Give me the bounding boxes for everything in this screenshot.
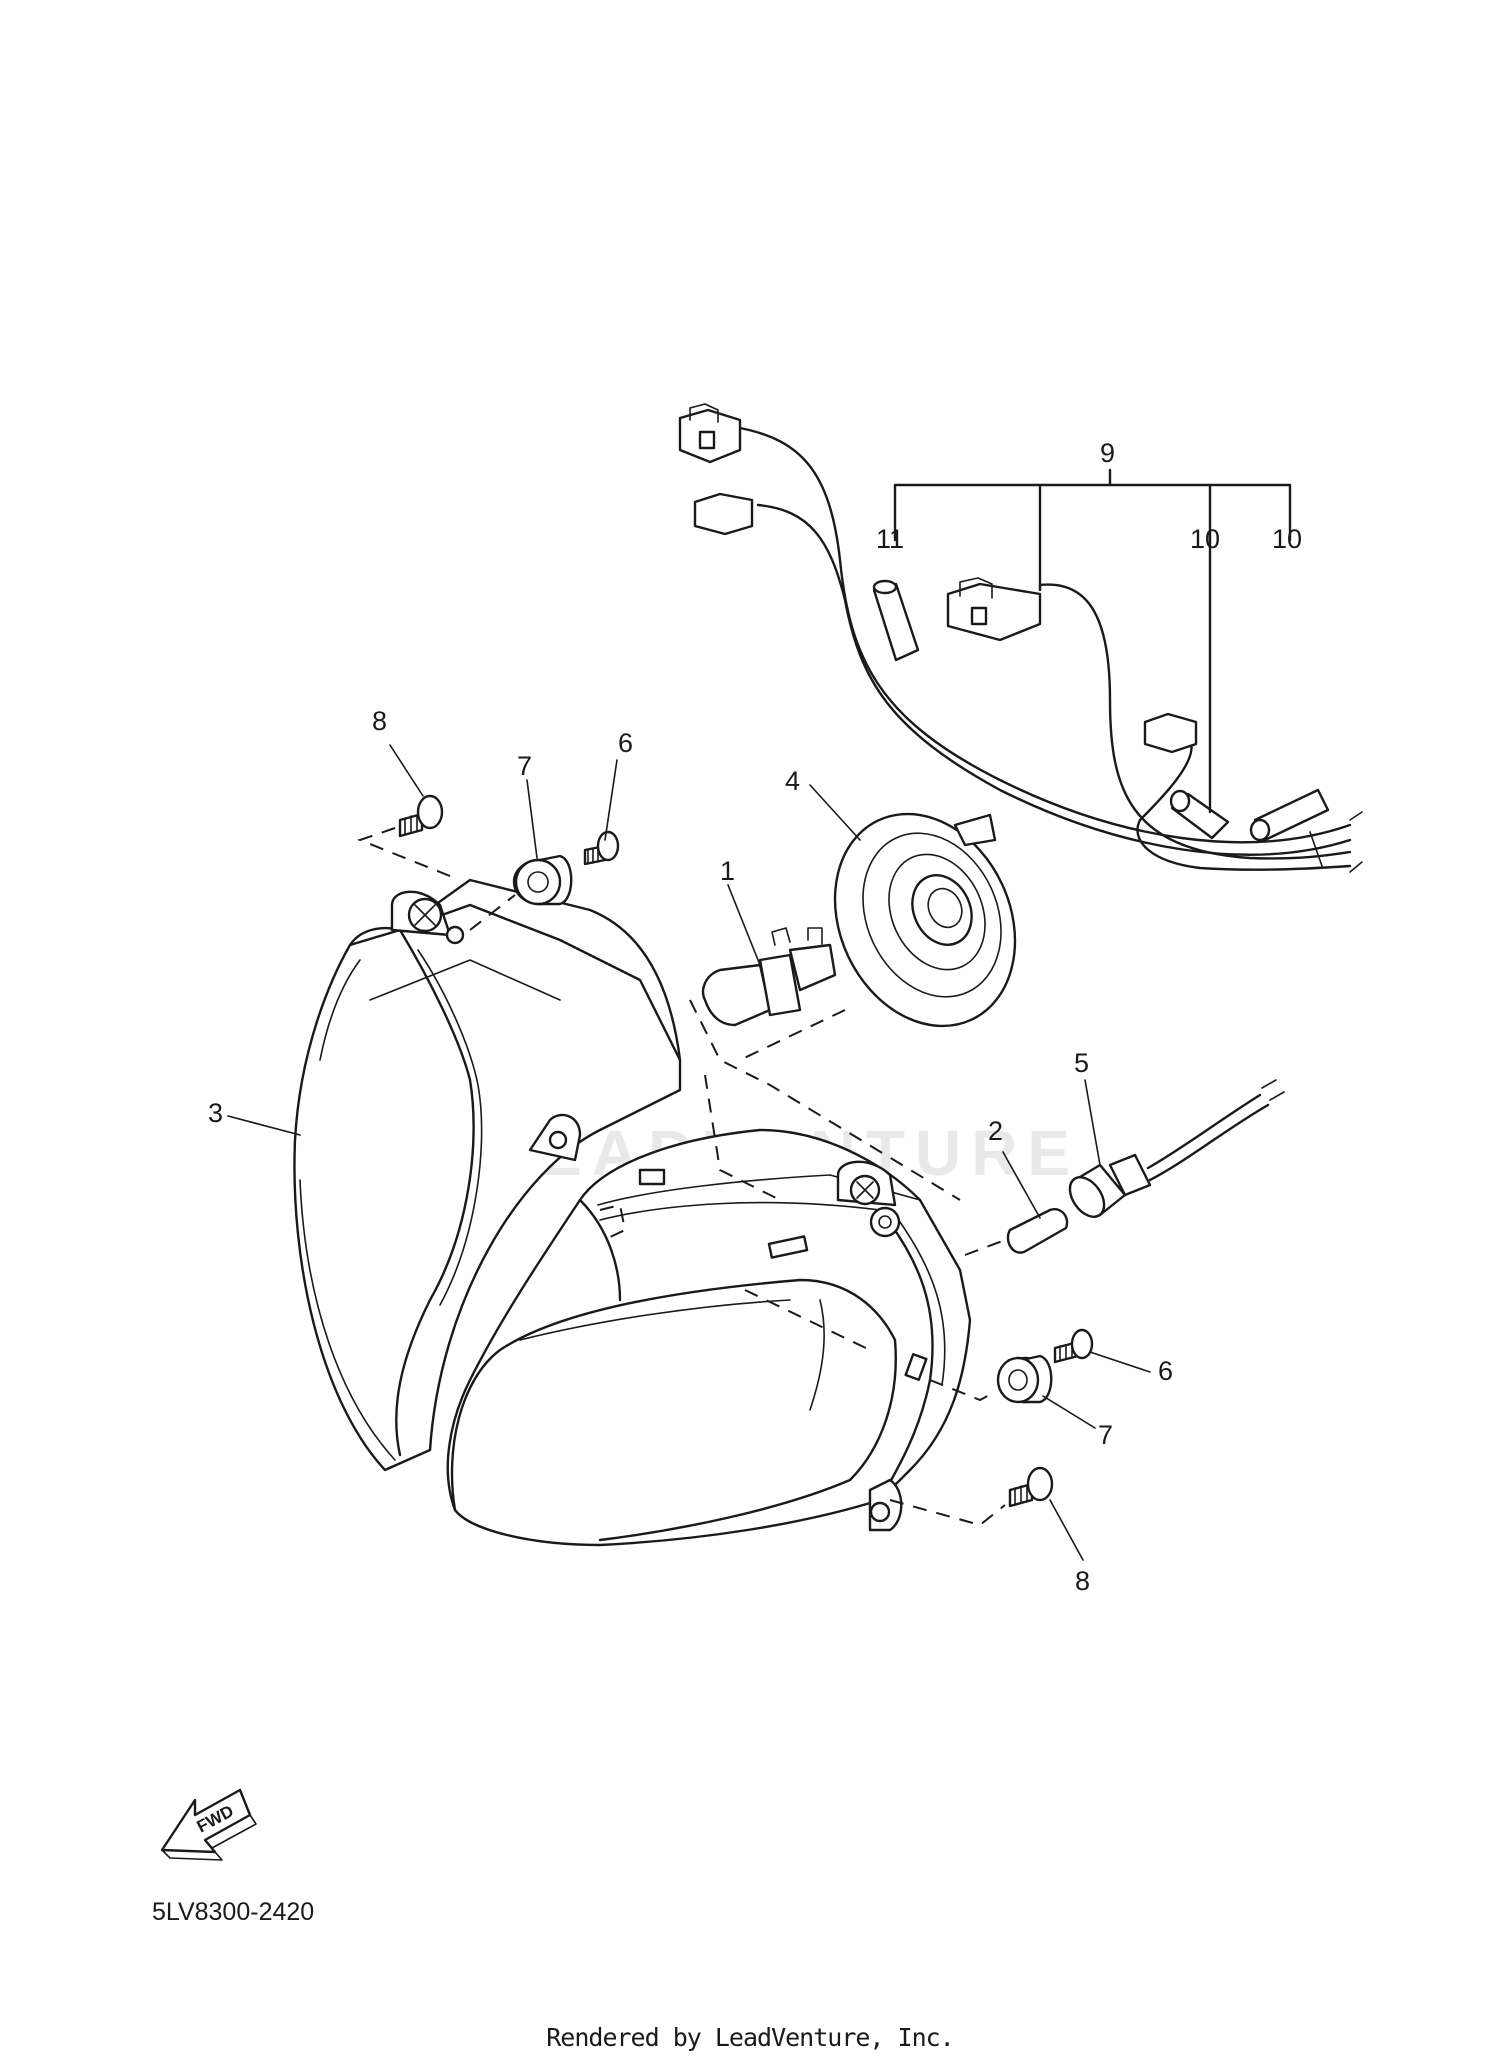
callout-10-left: 10 [1190, 524, 1220, 554]
position-bulb-socket [1068, 1079, 1285, 1218]
callout-11: 11 [876, 524, 904, 554]
position-bulb [1006, 1208, 1069, 1254]
bulb-socket-cover [833, 812, 1017, 1028]
harness-sleeve-10b [1249, 788, 1330, 842]
callout-7-lower: 7 [1098, 1420, 1113, 1450]
callout-8-upper: 8 [372, 706, 387, 736]
callout-labels: 1 2 3 4 5 6 6 7 7 8 8 9 10 10 11 [208, 438, 1302, 1596]
callout-5: 5 [1074, 1048, 1089, 1078]
wire-harness [678, 403, 1363, 873]
harness-connector-top [678, 403, 742, 464]
headlight-bulb [701, 927, 837, 1027]
callout-7-upper: 7 [517, 751, 532, 781]
screw-lower [1053, 1328, 1094, 1364]
callout-10-right: 10 [1272, 524, 1302, 554]
callout-6-lower: 6 [1158, 1356, 1173, 1386]
mount-tab-right [836, 1160, 901, 1238]
grommet-upper [512, 854, 573, 906]
bolt-lower [1008, 1466, 1054, 1508]
callout-2: 2 [988, 1116, 1003, 1146]
diagram-part-number: 5LV8300-2420 [152, 1898, 315, 1926]
callout-1: 1 [720, 856, 735, 886]
harness-sleeve-10a [1169, 789, 1230, 840]
grommet-lower [996, 1354, 1053, 1404]
harness-connector-middle [946, 577, 1042, 642]
harness-connector-small-top [693, 492, 754, 536]
bolt-upper [398, 794, 444, 838]
callout-9: 9 [1100, 438, 1115, 468]
mount-tab-top-left [390, 890, 465, 945]
assembly-guides [357, 827, 1006, 1527]
callout-8-lower: 8 [1075, 1566, 1090, 1596]
leader-lines [227, 744, 1151, 1561]
callout-3: 3 [208, 1098, 223, 1128]
callout-4: 4 [785, 766, 800, 796]
render-credit: Rendered by LeadVenture, Inc. [546, 2023, 955, 2052]
screw-upper [583, 830, 620, 866]
fwd-arrow-icon: FWD [160, 1788, 257, 1861]
harness-sleeve-11 [872, 579, 920, 662]
callout-6-upper: 6 [618, 728, 633, 758]
headlight-assembly [293, 878, 972, 1547]
harness-connector-small-right [1143, 712, 1198, 754]
